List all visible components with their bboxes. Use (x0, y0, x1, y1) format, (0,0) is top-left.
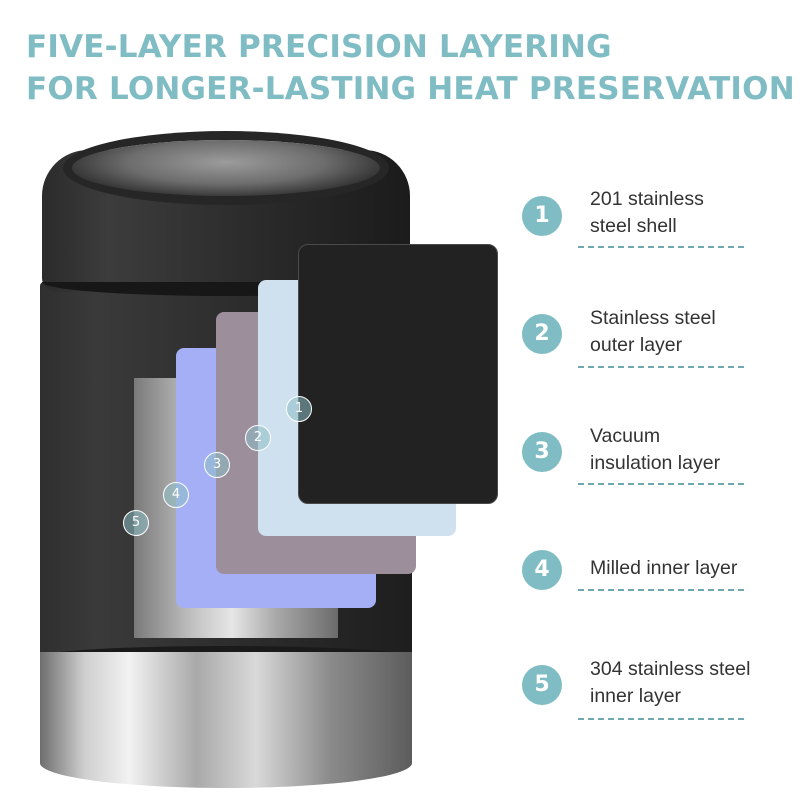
cup-opening (72, 140, 380, 196)
legend-label-2-line-2: outer layer (590, 334, 683, 356)
legend-label-4-line-1: Milled inner layer (590, 557, 738, 579)
headline-line-2: FOR LONGER-LASTING HEAT PRESERVATION (26, 71, 795, 107)
legend-divider-1 (578, 246, 744, 248)
layer-5-marker: 5 (123, 510, 149, 536)
legend-label-5-line-2: inner layer (590, 685, 682, 707)
number-badge-2: 2 (522, 314, 562, 354)
layer-2-marker: 2 (245, 425, 271, 451)
layer-1-marker: 1 (286, 396, 312, 422)
legend-label-5-line-1: 304 stainless steel (590, 658, 751, 680)
headline: FIVE-LAYER PRECISION LAYERING FOR LONGER… (26, 26, 795, 110)
headline-line-1: FIVE-LAYER PRECISION LAYERING (26, 29, 612, 65)
legend-label-2-line-1: Stainless steel (590, 307, 716, 329)
legend-divider-3 (578, 483, 744, 485)
layer-4-marker: 4 (163, 482, 189, 508)
legend-label-2: Stainless steel outer layer (590, 305, 795, 359)
number-badge-5: 5 (522, 665, 562, 705)
legend-divider-5 (578, 718, 744, 720)
number-badge-3: 3 (522, 432, 562, 472)
number-badge-4: 4 (522, 550, 562, 590)
legend-label-4: Milled inner layer (590, 555, 795, 582)
legend-label-1: 201 stainless steel shell (590, 186, 795, 240)
stainless-base (40, 652, 412, 788)
legend-label-3-line-2: insulation layer (590, 452, 721, 474)
number-badge-1: 1 (522, 196, 562, 236)
layer-1-card (298, 244, 498, 504)
legend-label-3: Vacuum insulation layer (590, 423, 795, 477)
legend-label-5: 304 stainless steel inner layer (590, 656, 795, 710)
legend-divider-2 (578, 366, 744, 368)
legend-divider-4 (578, 589, 744, 591)
legend-label-3-line-1: Vacuum (590, 425, 661, 447)
layer-3-marker: 3 (204, 452, 230, 478)
legend-label-1-line-1: 201 stainless (590, 188, 704, 210)
legend-label-1-line-2: steel shell (590, 215, 677, 237)
